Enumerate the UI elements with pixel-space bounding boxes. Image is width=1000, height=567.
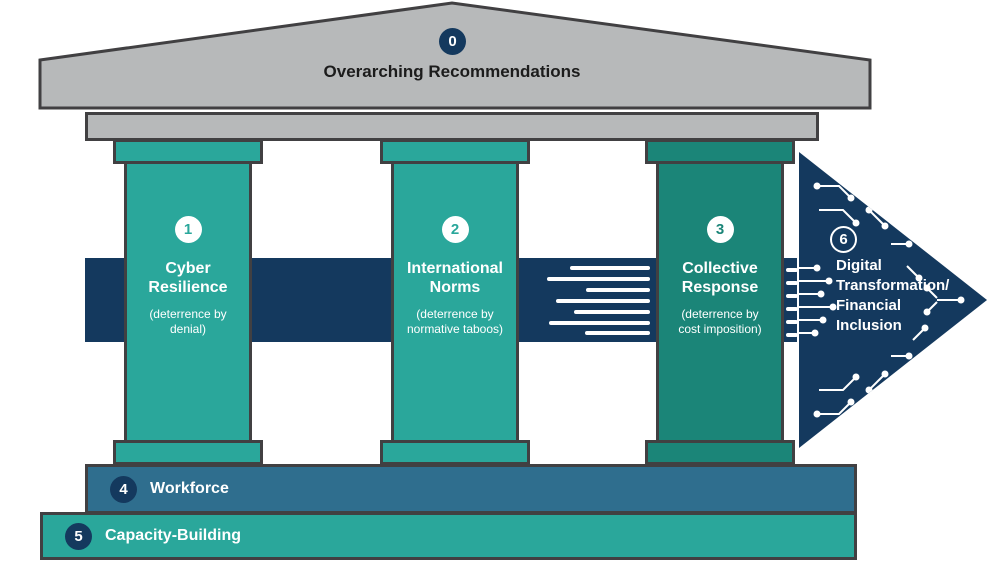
pillar-3: 3 Collective Response (deterrence by cos… [656, 216, 784, 337]
pillar-3-sub-line2: cost imposition) [678, 322, 762, 336]
pillar-1-base [113, 440, 263, 465]
speed-line [786, 294, 798, 298]
pillar-2-title-line2: Norms [429, 279, 481, 296]
pediment-number: 0 [448, 33, 457, 50]
pillar-1-title: Cyber Resilience [148, 259, 227, 297]
pillar-1-subtitle: (deterrence by denial) [149, 307, 226, 337]
arrow-label-line3: Financial [836, 297, 902, 314]
arrow-label-line4: Inclusion [836, 317, 902, 334]
arrow-number: 6 [839, 231, 848, 248]
step-workforce-number-badge: 4 [110, 475, 137, 503]
pillar-2-number: 2 [450, 221, 460, 238]
speed-line [786, 281, 798, 285]
pillar-3-title-line1: Collective [682, 260, 758, 277]
step-workforce: 4 Workforce [85, 464, 857, 514]
speed-line [556, 299, 650, 303]
step-capacity-building-label: Capacity-Building [105, 527, 242, 544]
step-capacity-building: 5 Capacity-Building [40, 512, 857, 560]
pediment-number-badge: 0 [439, 28, 466, 55]
pillar-3-title: Collective Response [682, 259, 758, 297]
speed-line [786, 307, 798, 311]
pediment [38, 1, 872, 110]
pediment-label: Overarching Recommendations [323, 62, 581, 81]
arrow-number-badge: 6 [830, 226, 857, 253]
pillar-2-subtitle: (deterrence by normative taboos) [407, 307, 503, 337]
pillar-2-base [380, 440, 530, 465]
speed-line [786, 268, 798, 272]
speed-line [786, 320, 798, 324]
pillar-2-sub-line2: normative taboos) [406, 322, 504, 336]
pillar-1-sub-line1: (deterrence by [149, 307, 227, 321]
step-workforce-label: Workforce [150, 480, 229, 497]
pillar-3-number-badge: 3 [706, 216, 734, 243]
speed-line [549, 321, 650, 325]
speed-line [574, 310, 650, 314]
pillar-2: 2 International Norms (deterrence by nor… [391, 216, 519, 337]
pillar-2-title: International Norms [407, 259, 503, 297]
pillar-3-title-line2: Response [681, 279, 759, 296]
pillar-1-number: 1 [183, 221, 193, 238]
pillar-3-number: 3 [715, 221, 725, 238]
speed-line [547, 277, 650, 281]
speed-line [585, 331, 650, 335]
pillar-2-sub-line1: (deterrence by [416, 307, 494, 321]
pillar-1: 1 Cyber Resilience (deterrence by denial… [124, 216, 252, 337]
step-workforce-number: 4 [119, 480, 128, 498]
step-capacity-building-number: 5 [74, 527, 83, 545]
pillar-1-title-line1: Cyber [165, 260, 211, 277]
pillar-1-sub-line2: denial) [169, 322, 207, 336]
speed-line [786, 333, 798, 337]
arrow-label-line1: Digital [836, 257, 882, 274]
pillar-3-base [645, 440, 795, 465]
pillar-1-number-badge: 1 [174, 216, 202, 243]
speed-line [586, 288, 650, 292]
arrow-label: Digital Transformation/ Financial Inclus… [836, 256, 986, 336]
entablature-beam [85, 112, 819, 141]
pillar-2-title-line1: International [406, 260, 503, 277]
pillar-1-shaft [124, 161, 252, 443]
speed-line [570, 266, 650, 270]
step-capacity-building-number-badge: 5 [65, 522, 92, 550]
pillar-3-sub-line1: (deterrence by [681, 307, 759, 321]
pillar-2-number-badge: 2 [441, 216, 469, 243]
arrow-label-line2: Transformation/ [836, 277, 950, 294]
pillar-1-title-line2: Resilience [148, 279, 228, 296]
pillar-3-subtitle: (deterrence by cost imposition) [678, 307, 761, 337]
